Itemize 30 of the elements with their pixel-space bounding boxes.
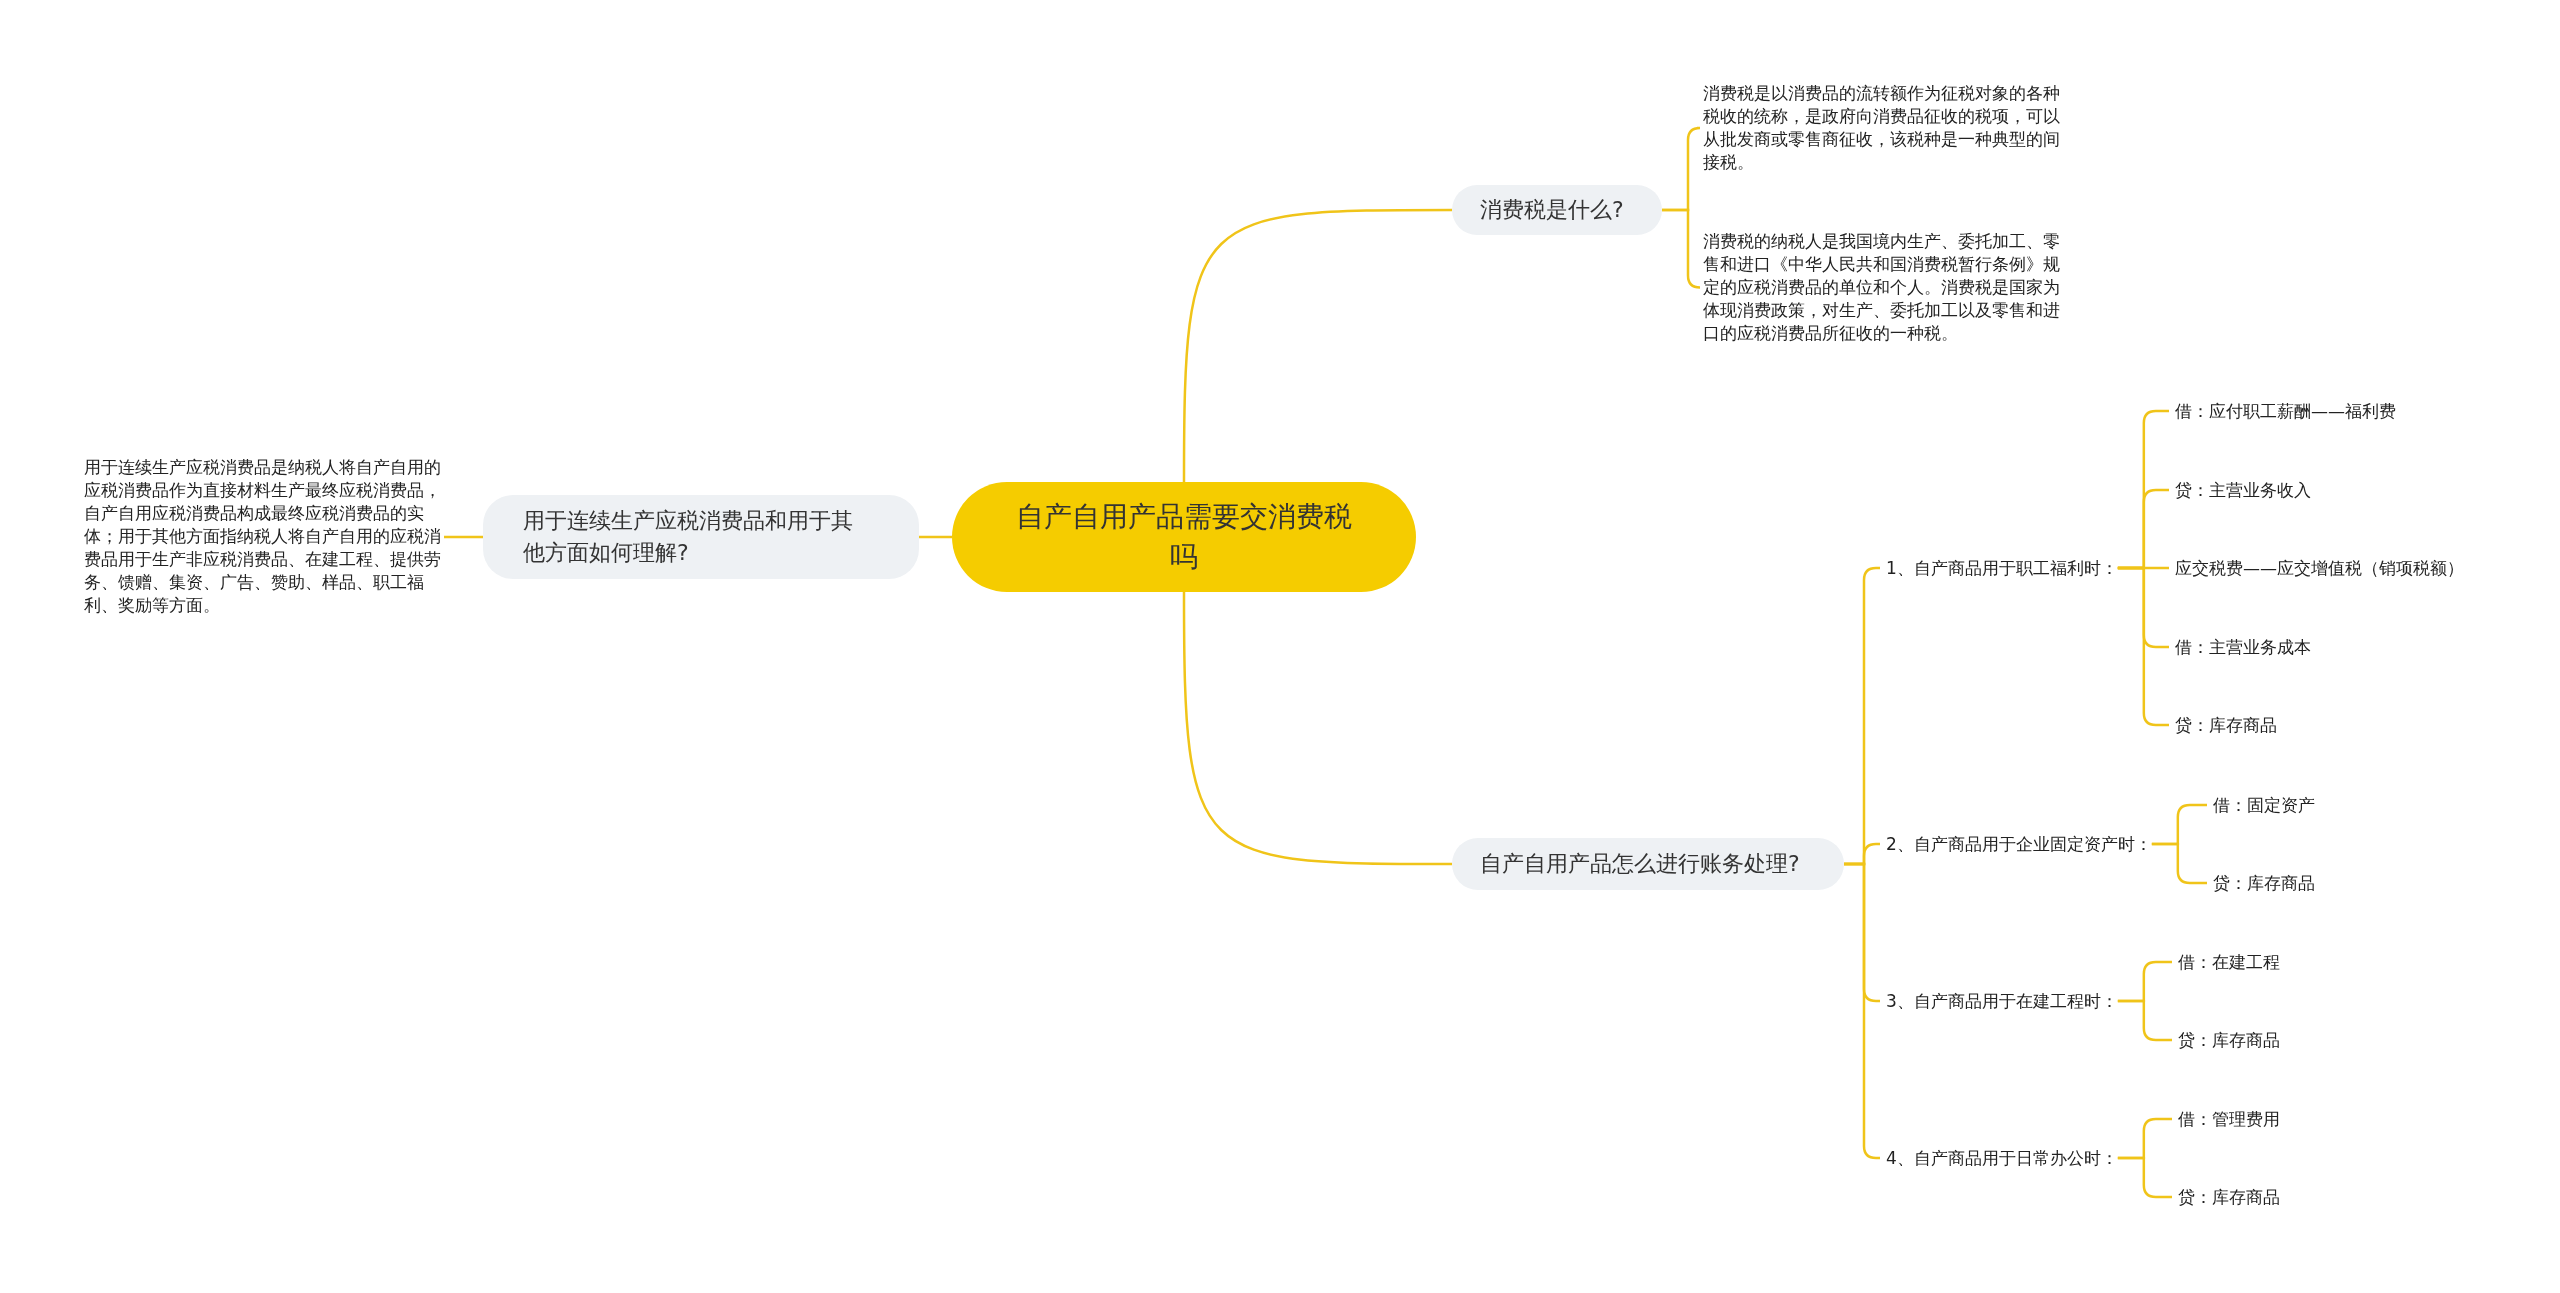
note-text: 消费税是以消费品的流转额作为征税对象的各种税收的统称，是政府向消费品征收的税项，可以从批发商或零售商征收，该税种是一种典型的间接税。 <box>1703 82 2063 174</box>
topic-pill: 用于连续生产应税消费品和用于其他方面如何理解? <box>483 495 919 579</box>
subtopic-text: 2、自产商品用于企业固定资产时： <box>1886 832 2152 856</box>
topic-pill: 自产自用产品怎么进行账务处理? <box>1452 838 1844 890</box>
leaf-text: 贷：库存商品 <box>2175 713 2277 737</box>
leaf-text: 应交税费——应交增值税（销项税额） <box>2175 556 2464 580</box>
leaf-text: 贷：库存商品 <box>2178 1185 2280 1209</box>
subtopic-text: 4、自产商品用于日常办公时： <box>1886 1146 2118 1170</box>
connector-line <box>2117 1156 2172 1199</box>
topic-pill: 消费税是什么? <box>1452 185 1662 235</box>
subtopic-text: 1、自产商品用于职工福利时： <box>1886 556 2118 580</box>
leaf-text: 贷：主营业务收入 <box>2175 478 2311 502</box>
leaf-text: 借：主营业务成本 <box>2175 635 2311 659</box>
connector-line <box>919 535 952 539</box>
connector-line <box>2117 999 2172 1042</box>
connector-line <box>2151 842 2207 885</box>
note-text: 用于连续生产应税消费品是纳税人将自产自用的应税消费品作为直接材料生产最终应税消费品，自产自用应税消费品构成最终应税消费品的实体；用于其他方面指纳税人将自产自用的应税消费品用于生产非应税消费品、在建工程、提供劳务、馈赠、集资、广告、赞助、样品、职工福利、奖励等方面。 <box>84 456 444 617</box>
note-text: 消费税的纳税人是我国境内生产、委托加工、零售和进口《中华人民共和国消费税暂行条例》规定的应税消费品的单位和个人。消费税是国家为体现消费政策，对生产、委托加工以及零售和进口的应税消费品所征收的一种税。 <box>1703 230 2063 345</box>
leaf-text: 贷：库存商品 <box>2213 871 2315 895</box>
leaf-text: 借：应付职工薪酬——福利费 <box>2175 399 2396 423</box>
leaf-text: 借：在建工程 <box>2178 950 2280 974</box>
leaf-text: 贷：库存商品 <box>2178 1028 2280 1052</box>
leaf-text: 借：固定资产 <box>2213 793 2315 817</box>
connector-line <box>1182 592 1452 866</box>
connector-line <box>1182 208 1452 482</box>
central-topic: 自产自用产品需要交消费税吗 <box>952 482 1416 592</box>
leaf-text: 借：管理费用 <box>2178 1107 2280 1131</box>
connector-line <box>444 535 483 539</box>
subtopic-text: 3、自产商品用于在建工程时： <box>1886 989 2118 1013</box>
connector-line <box>1662 208 1702 289</box>
